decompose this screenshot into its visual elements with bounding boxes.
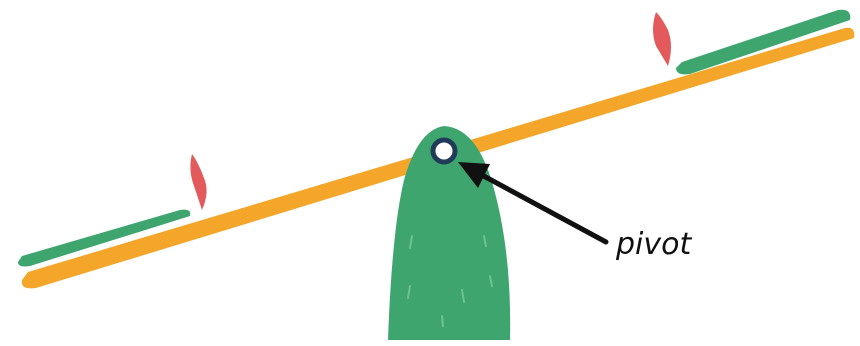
left-handle xyxy=(190,154,206,210)
pivot-label: pivot xyxy=(615,227,692,262)
pivot-hole xyxy=(433,140,455,162)
right-handle xyxy=(653,12,671,66)
